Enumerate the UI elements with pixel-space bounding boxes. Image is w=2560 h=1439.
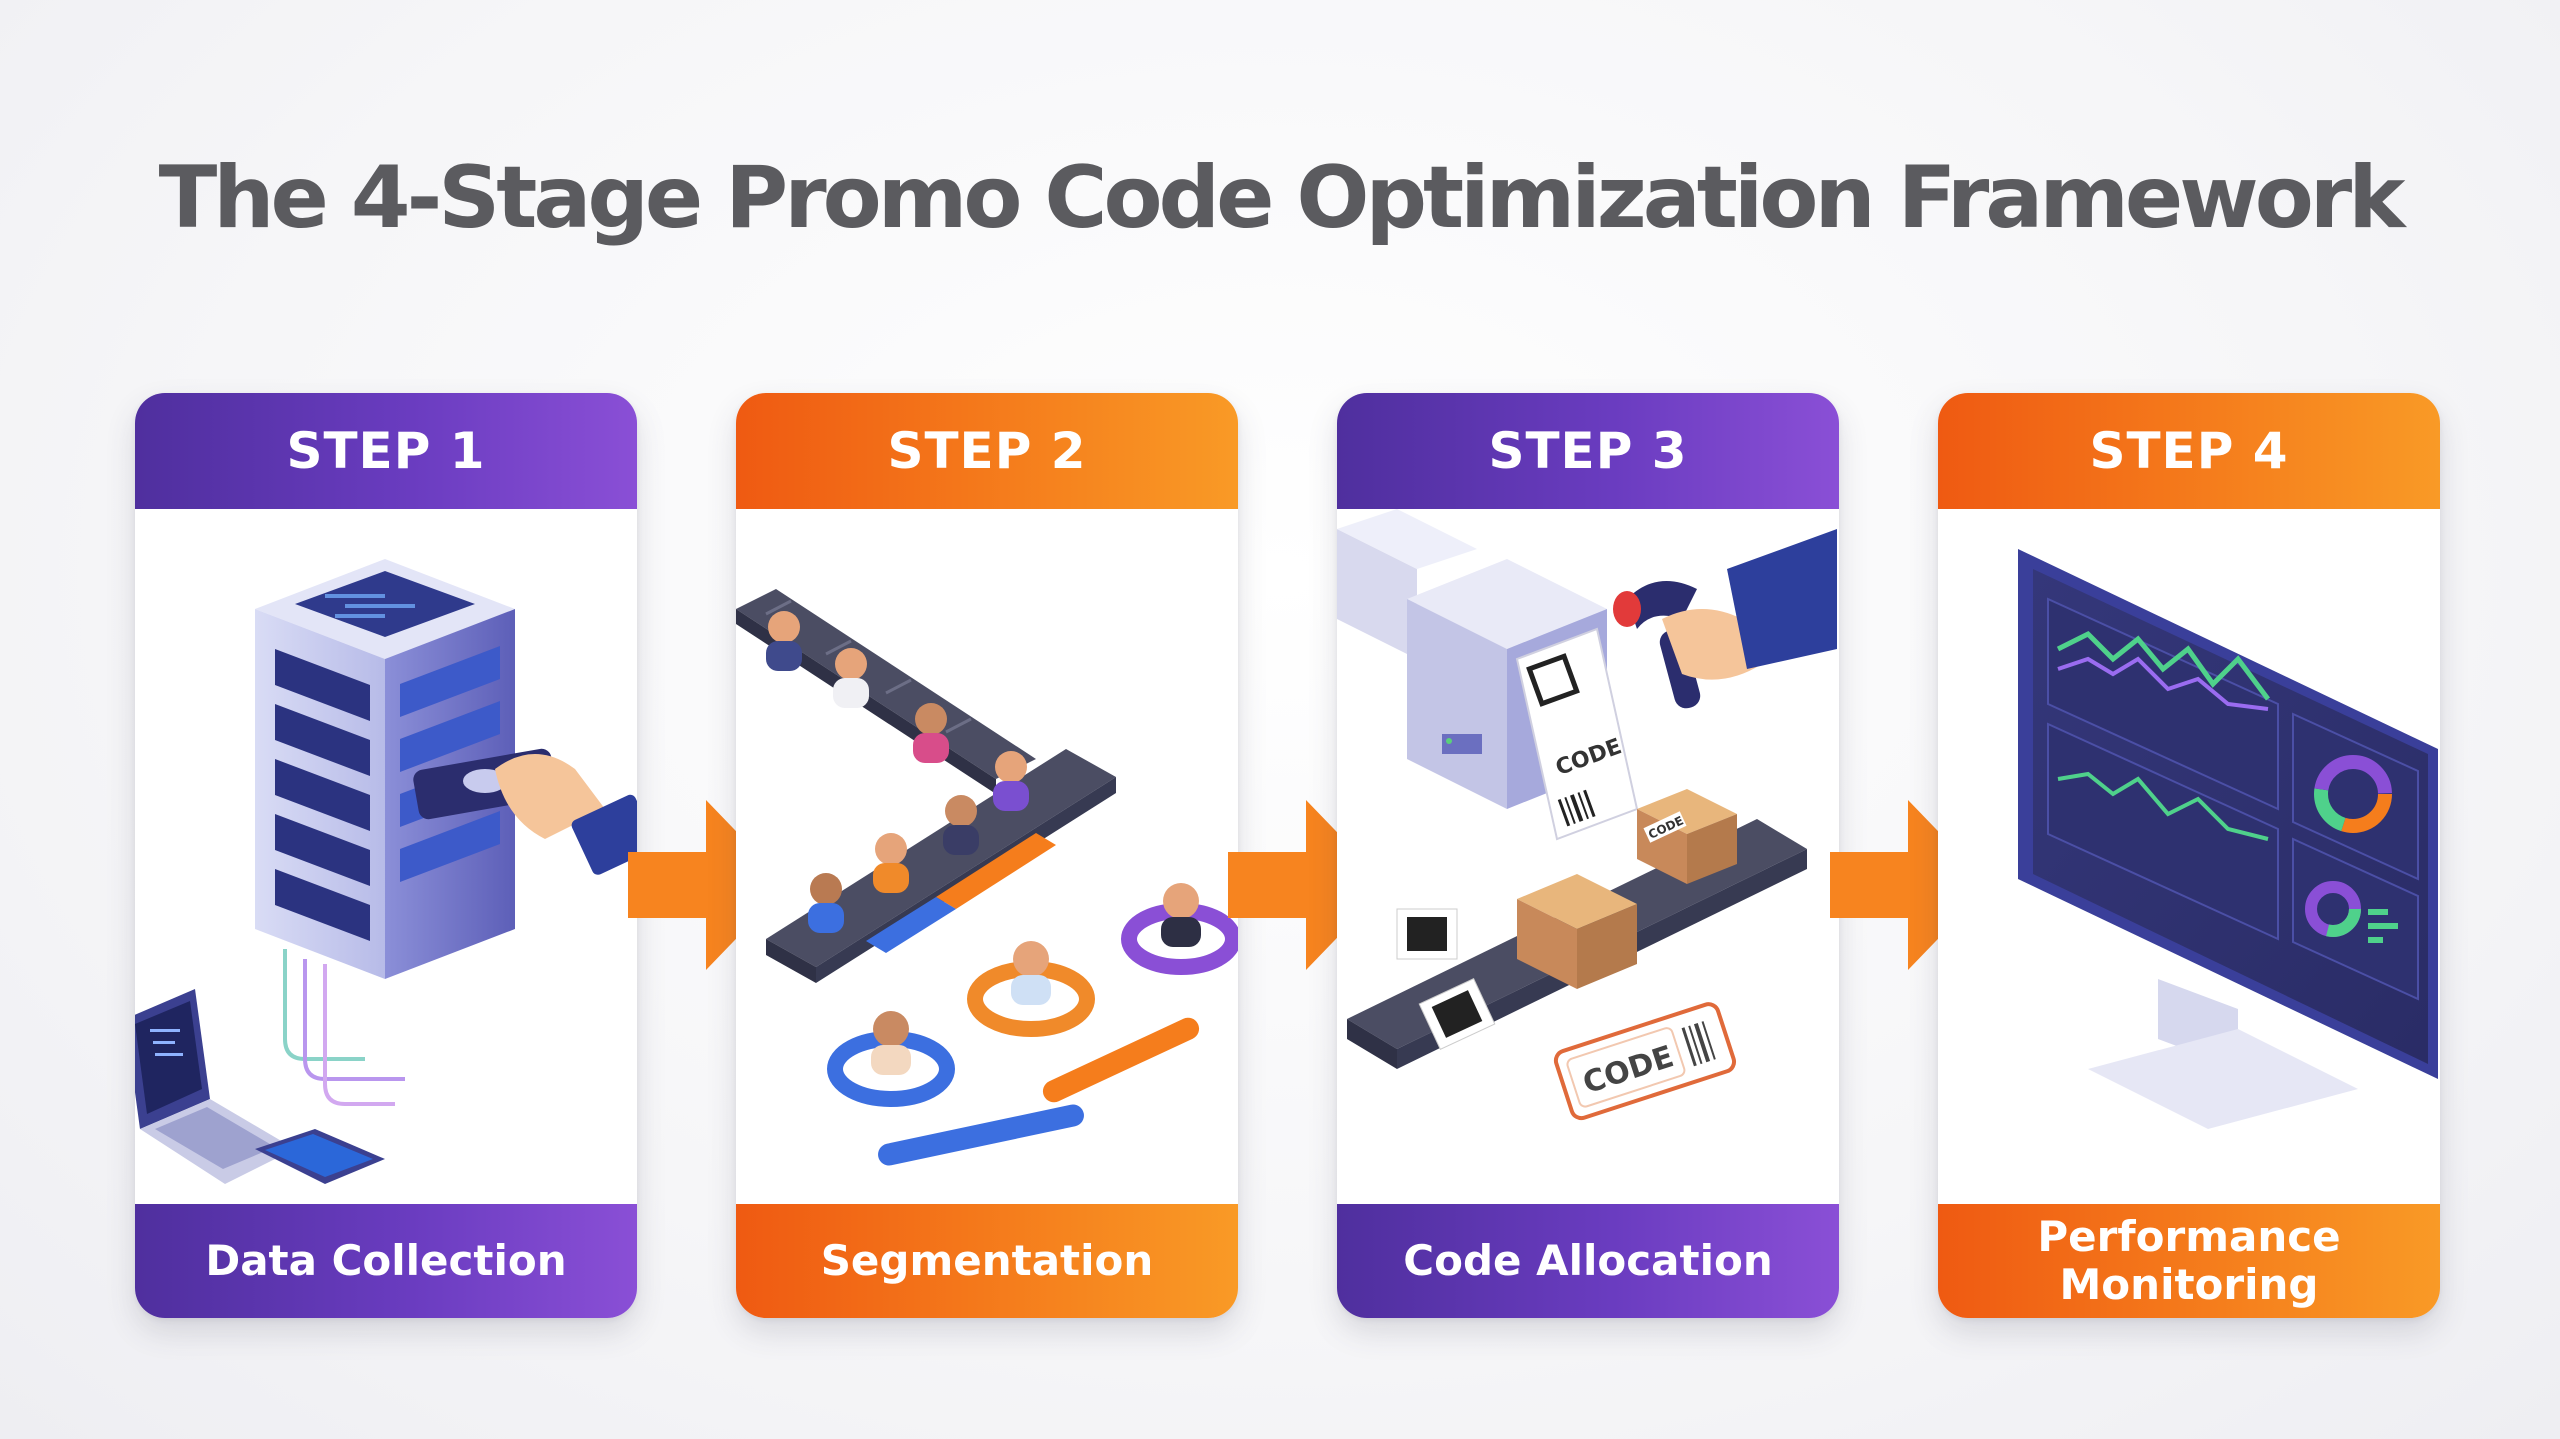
server-data-icon [135,509,637,1204]
step-2-header: STEP 2 [736,393,1238,509]
step-1-label: Data Collection [135,1204,637,1318]
step-card-2: STEP 2 [736,393,1238,1318]
step-3-label: Code Allocation [1337,1204,1839,1318]
step-2-label: Segmentation [736,1204,1238,1318]
step-4-label-line-2: Monitoring [2059,1260,2319,1309]
arrow-right-icon [628,800,788,970]
step-4-label: Performance Monitoring [1938,1204,2440,1318]
step-card-3: STEP 3 CODE [1337,393,1839,1318]
page-title: The 4-Stage Promo Code Optimization Fram… [158,148,2406,248]
step-card-4: STEP 4 Perform [1938,393,2440,1318]
code-allocation-icon: CODE CODE [1337,509,1839,1204]
dashboard-monitor-icon [1938,509,2440,1204]
step-1-header: STEP 1 [135,393,637,509]
step-4-header: STEP 4 [1938,393,2440,509]
arrow-right-icon [1228,800,1388,970]
step-card-1: STEP 1 [135,393,637,1318]
step-3-header: STEP 3 [1337,393,1839,509]
conveyor-segmentation-icon [736,509,1238,1204]
step-4-label-line-1: Performance [2037,1212,2341,1261]
arrow-right-icon [1830,800,1990,970]
